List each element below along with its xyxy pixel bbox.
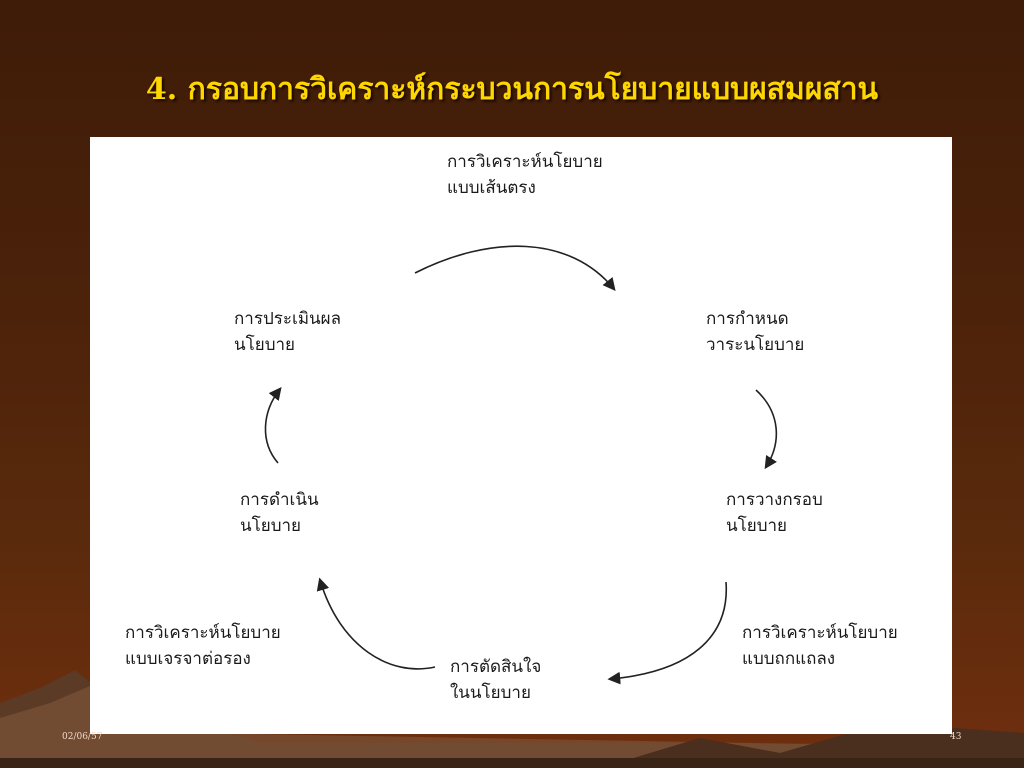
node-agenda-line2: วาระนโยบาย <box>706 335 805 355</box>
node-policy-evaluation: การประเมินผล นโยบาย <box>234 306 341 358</box>
node-negotiation-analysis: การวิเคราะห์นโยบาย แบบเจรจาต่อรอง <box>125 620 281 672</box>
cycle-arrows <box>264 245 778 685</box>
node-decision-line1: การตัดสินใจ <box>450 657 542 677</box>
node-agenda-setting: การกำหนด วาระนโยบาย <box>706 306 804 358</box>
arrow-framing-to-decision <box>607 581 727 685</box>
node-debate-line1: การวิเคราะห์นโยบาย <box>742 623 898 643</box>
node-agenda-line1: การกำหนด <box>706 309 789 329</box>
arrow-decision-to-implementation <box>316 577 436 670</box>
arrow-agenda-to-framing <box>755 389 778 470</box>
node-linear-line2: แบบเส้นตรง <box>447 178 536 198</box>
node-negotiation-line2: แบบเจรจาต่อรอง <box>125 649 251 669</box>
footer-date: 02/06/57 <box>62 732 103 742</box>
node-linear-line1: การวิเคราะห์นโยบาย <box>447 152 603 172</box>
node-debate-analysis: การวิเคราะห์นโยบาย แบบถกแถลง <box>742 620 898 672</box>
slide-title: 4. กรอบการวิเคราะห์กระบวนการนโยบายแบบผสม… <box>145 72 879 107</box>
arrow-implementation-to-evaluation <box>264 386 282 464</box>
node-evaluation-line1: การประเมินผล <box>234 309 342 329</box>
node-debate-line2: แบบถกแถลง <box>742 649 836 669</box>
node-framing-line1: การวางกรอบ <box>726 490 823 510</box>
node-implementation-line2: นโยบาย <box>240 516 302 536</box>
mountain-background <box>0 670 1024 768</box>
node-negotiation-line1: การวิเคราะห์นโยบาย <box>125 623 281 643</box>
node-implementation-line1: การดำเนิน <box>240 490 319 510</box>
node-decision-line2: ในนโยบาย <box>450 683 531 703</box>
node-policy-decision: การตัดสินใจ ในนโยบาย <box>450 654 541 706</box>
node-linear-analysis: การวิเคราะห์นโยบาย แบบเส้นตรง <box>447 149 603 201</box>
node-policy-framing: การวางกรอบ นโยบาย <box>726 487 823 539</box>
node-framing-line2: นโยบาย <box>726 516 788 536</box>
diagram-panel: การวิเคราะห์นโยบาย แบบเส้นตรง การกำหนด ว… <box>90 137 952 734</box>
footer-page-number: 43 <box>950 732 962 742</box>
node-policy-implementation: การดำเนิน นโยบาย <box>240 487 319 539</box>
node-evaluation-line2: นโยบาย <box>234 335 296 355</box>
arrow-linear-to-agenda <box>414 245 616 291</box>
